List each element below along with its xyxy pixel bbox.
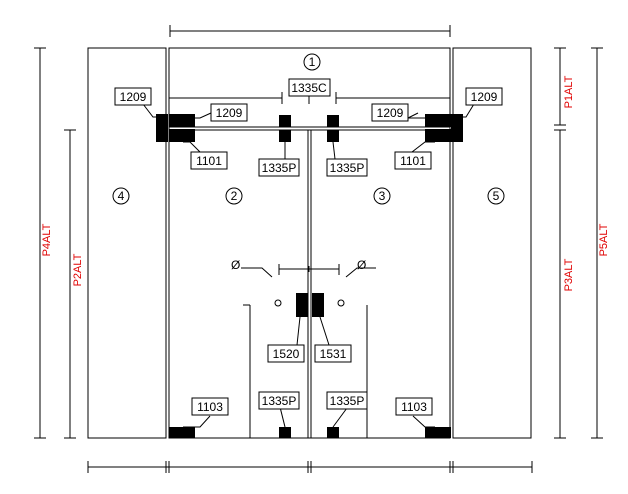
panel-number: 5 bbox=[493, 189, 500, 203]
panel-marker-2: 2 bbox=[225, 187, 243, 205]
panel-number: 2 bbox=[231, 189, 238, 203]
label-text: 1101 bbox=[400, 154, 426, 168]
panel-number: 4 bbox=[118, 189, 125, 203]
label-box-bottom-pivot-right: 1103 bbox=[395, 397, 433, 416]
dim-label-left-outer: P4ALT bbox=[41, 223, 53, 256]
label-text: 1209 bbox=[377, 106, 404, 120]
transom-and-doors-frame bbox=[168, 47, 451, 439]
label-text: 1209 bbox=[471, 90, 498, 104]
dim-label-left-inner: P2ALT bbox=[72, 253, 84, 286]
left-dimensions bbox=[34, 47, 76, 439]
lock-block-left bbox=[296, 293, 308, 317]
label-box-top-pivot-left: 1101 bbox=[190, 151, 228, 170]
label-text: 1335P bbox=[262, 394, 297, 408]
top-dimension bbox=[169, 25, 451, 37]
label-text: 1101 bbox=[196, 154, 222, 168]
bottom-dimension bbox=[87, 461, 533, 473]
label-box-hinge-outer-right: 1209 bbox=[465, 87, 503, 106]
top-pivot-right-upper bbox=[425, 114, 451, 127]
top-pivot-left-lower bbox=[169, 129, 195, 142]
dim-label-right-outer: P5ALT bbox=[598, 223, 610, 256]
leader-lines bbox=[142, 103, 475, 428]
knob-right-icon bbox=[337, 299, 345, 307]
hinge-block-outer-left bbox=[156, 114, 168, 142]
label-text: 1103 bbox=[197, 400, 223, 414]
bottom-pivot-left bbox=[169, 427, 195, 438]
handle-symbol-left: Ø bbox=[231, 258, 240, 272]
label-text: 1209 bbox=[120, 90, 147, 104]
panel-number: 3 bbox=[379, 189, 386, 203]
handle-assembly bbox=[241, 264, 376, 307]
label-text: 1103 bbox=[401, 400, 427, 414]
handle-symbol-right: Ø bbox=[357, 258, 366, 272]
label-box-lock-right: 1531 bbox=[314, 344, 352, 363]
label-box-bottom-patch-right: 1335P bbox=[326, 391, 368, 410]
label-box-hinge-inner-left: 1209 bbox=[210, 103, 248, 122]
panel-frames bbox=[87, 47, 532, 439]
label-box-bottom-patch-left: 1335P bbox=[258, 391, 300, 410]
label-text: 1335C bbox=[291, 81, 327, 95]
label-box-hinge-inner-right: 1209 bbox=[371, 103, 409, 122]
top-patch-right-lower bbox=[327, 130, 339, 142]
label-text: 1335P bbox=[262, 161, 297, 175]
sidelite-left-frame bbox=[87, 47, 167, 439]
label-box-top-pivot-right: 1101 bbox=[394, 151, 432, 170]
panel-number: 1 bbox=[309, 55, 316, 69]
bottom-patch-left bbox=[279, 427, 291, 438]
label-box-bottom-pivot-left: 1103 bbox=[191, 397, 229, 416]
hinge-block-outer-right bbox=[451, 114, 463, 142]
top-patch-left-lower bbox=[279, 130, 291, 142]
panel-marker-1: 1 bbox=[303, 53, 321, 71]
label-text: 1520 bbox=[273, 347, 300, 361]
bottom-pivot-right bbox=[425, 427, 451, 438]
sidelite-right-frame bbox=[452, 47, 532, 439]
top-patch-right-upper bbox=[327, 115, 339, 127]
top-patch-left-upper bbox=[279, 115, 291, 127]
top-pivot-left-upper bbox=[169, 114, 195, 127]
label-text: 1209 bbox=[216, 106, 243, 120]
panel-marker-5: 5 bbox=[487, 187, 505, 205]
label-text: 1531 bbox=[320, 347, 347, 361]
label-box-top-patch-right: 1335P bbox=[326, 158, 368, 177]
hardware-fittings bbox=[156, 114, 463, 438]
label-text: 1335P bbox=[330, 394, 365, 408]
panel-marker-3: 3 bbox=[373, 187, 391, 205]
label-box-top-center: 1335C bbox=[288, 78, 331, 97]
lock-block-right bbox=[312, 293, 324, 317]
dim-label-right-bottom: P3ALT bbox=[563, 258, 575, 291]
label-box-hinge-outer-left: 1209 bbox=[114, 87, 152, 106]
label-box-top-patch-left: 1335P bbox=[258, 158, 300, 177]
knob-left-icon bbox=[274, 299, 282, 307]
bottom-patch-right bbox=[327, 427, 339, 438]
panel-marker-4: 4 bbox=[112, 187, 130, 205]
dim-label-right-top: P1ALT bbox=[563, 75, 575, 108]
label-text: 1335P bbox=[330, 161, 365, 175]
top-pivot-right-lower bbox=[425, 129, 451, 142]
right-dimensions bbox=[554, 47, 603, 439]
top-header-rail bbox=[169, 92, 450, 104]
label-box-lock-left: 1520 bbox=[267, 344, 305, 363]
